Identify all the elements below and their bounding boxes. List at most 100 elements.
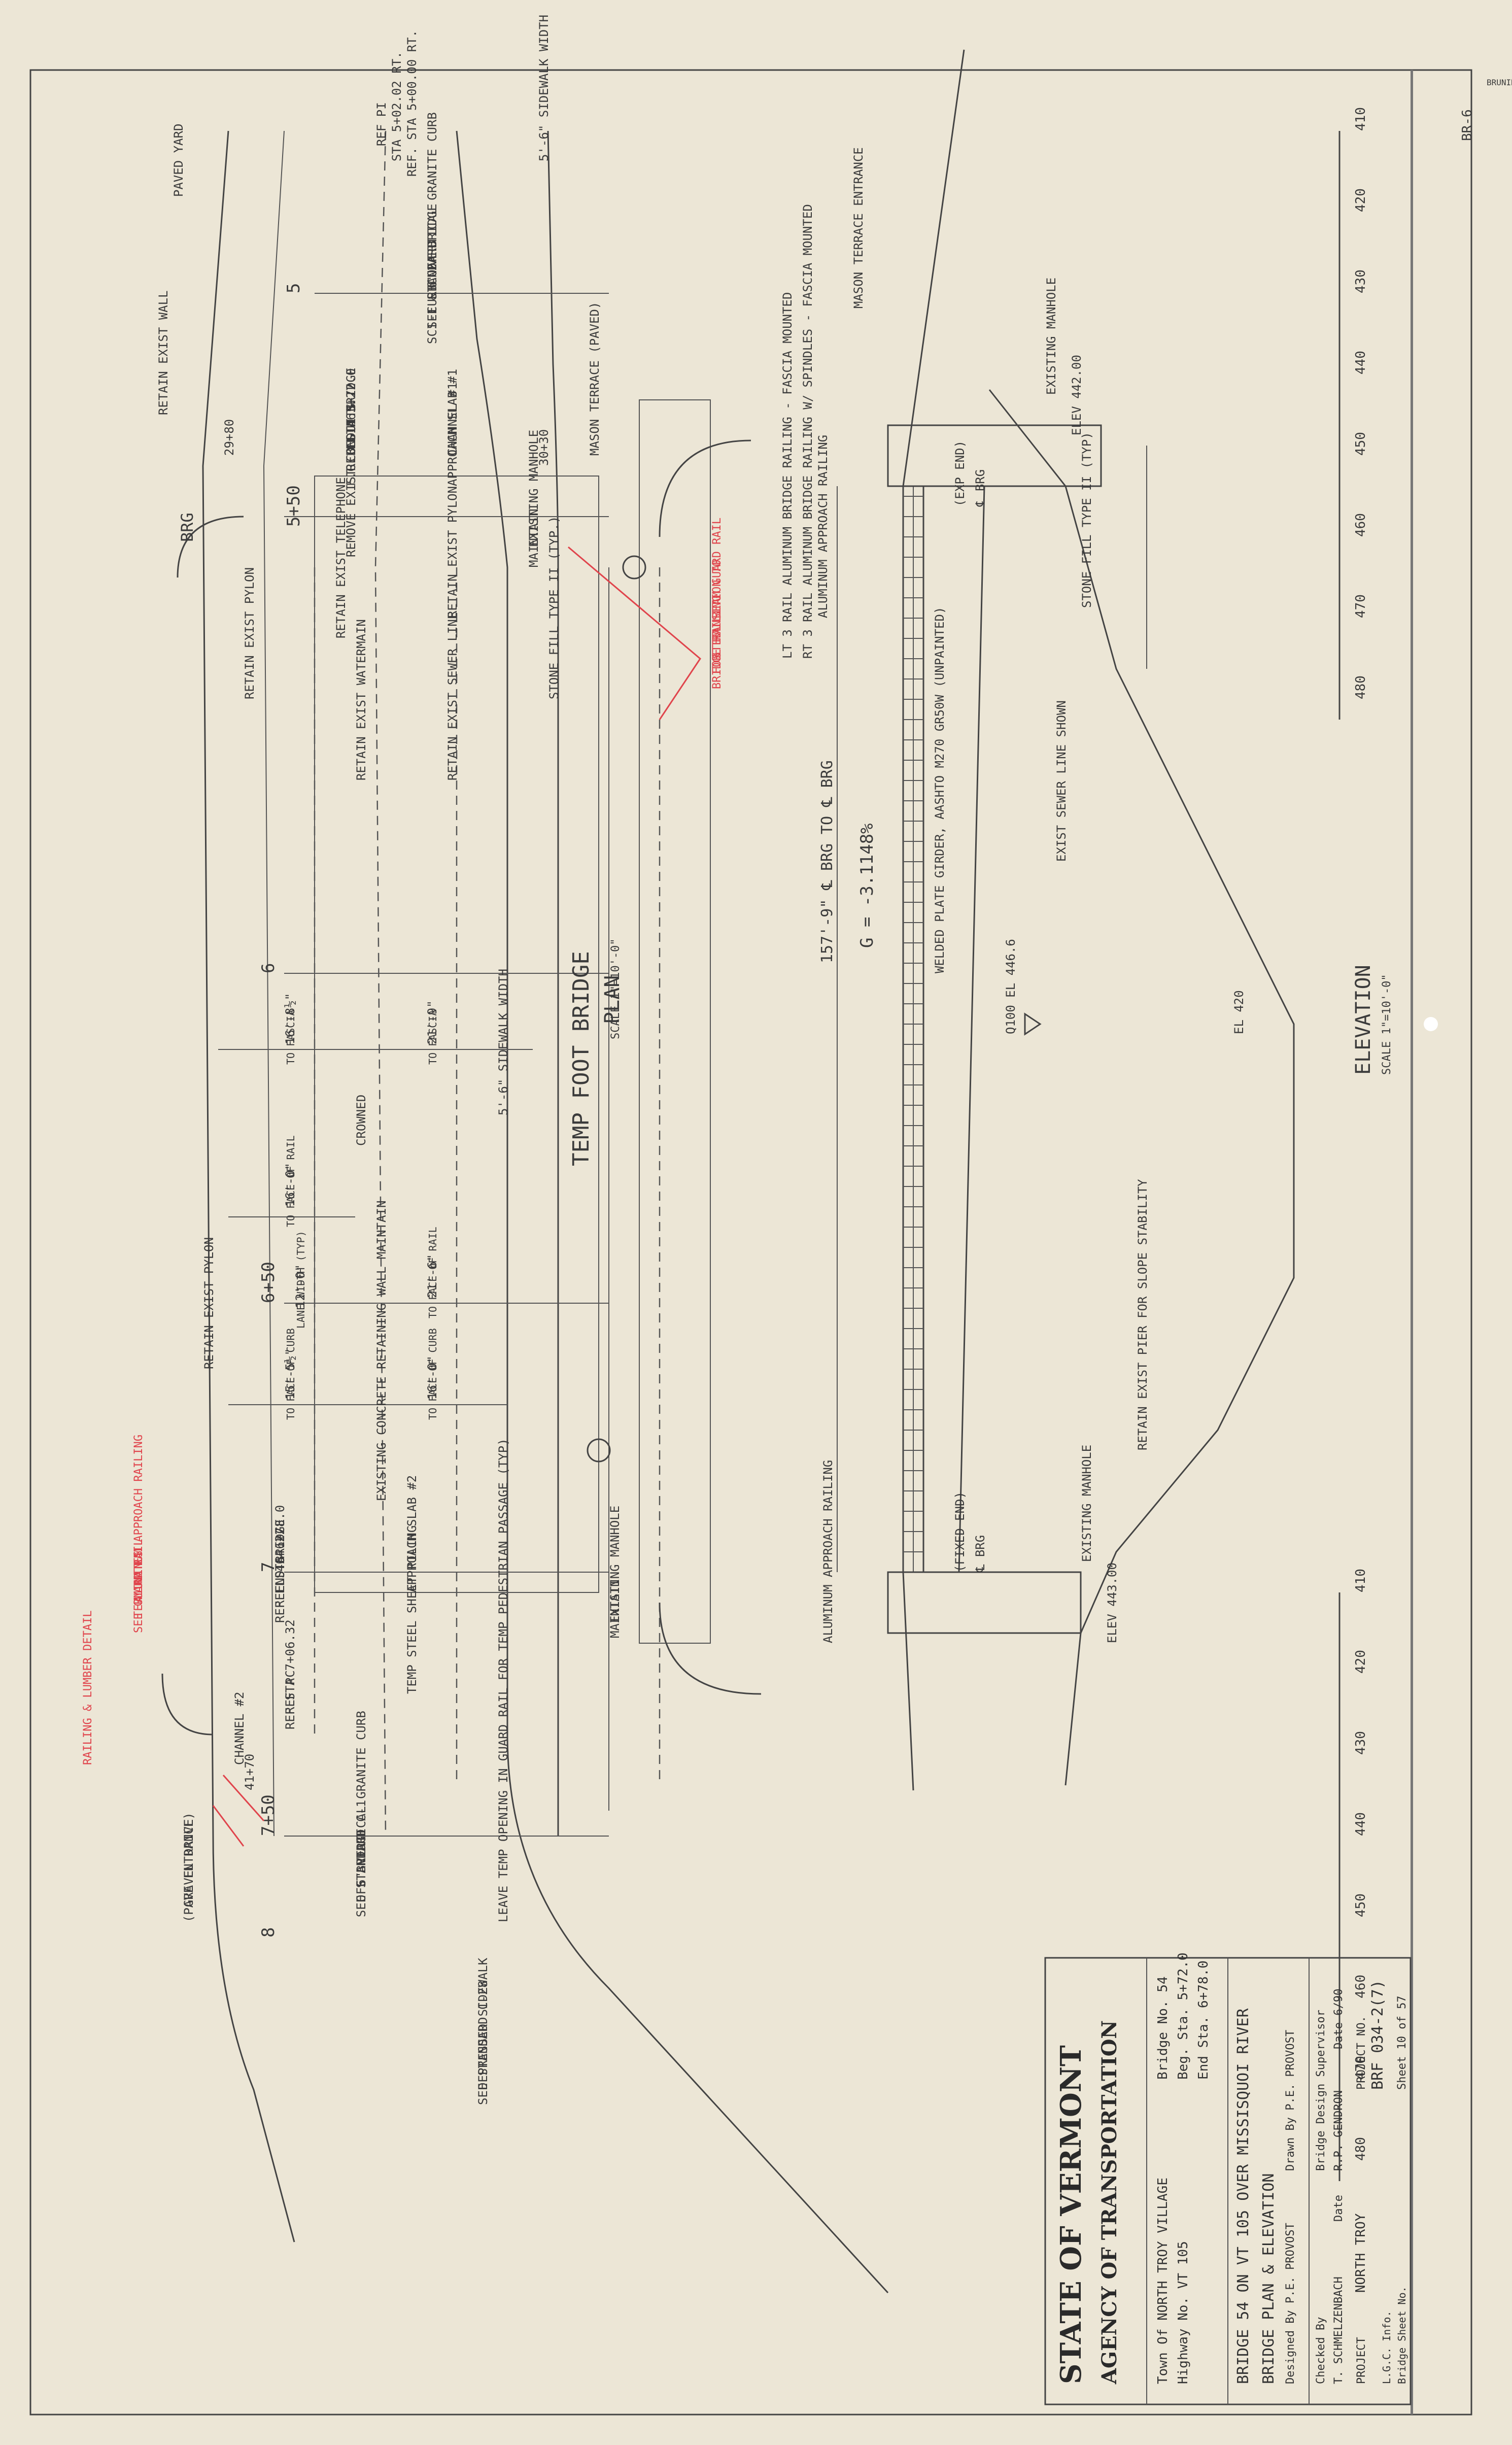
label-dim-21-9: 21'-9" <box>425 1000 439 1044</box>
tb-checked-by: Checked By <box>1315 2317 1327 2384</box>
label-grade: G = -3.1148% <box>857 823 877 948</box>
red-note-1: ALUMINUM APPROACH RAILING <box>132 1435 145 1603</box>
red-note-3c: BRIDGE RAILING <box>711 595 724 689</box>
tb-bridge-desc: BRIDGE 54 ON VT 105 OVER MISSISQUOI RIVE… <box>1234 2008 1252 2384</box>
scale-tick-label: 460 <box>1353 1975 1368 1998</box>
red-note-2: RAILING & LUMBER DETAIL <box>82 1610 94 1765</box>
red-note-3: STEEL BEAM GUARD RAIL <box>711 518 724 659</box>
label-to-fascia2: TO FASCIA <box>285 1010 297 1065</box>
label-retain-pylon2: RETAIN EXIST PYLON <box>243 567 257 699</box>
label-station-6: 6 <box>258 963 279 973</box>
stamp-text: BRUNING 44-232 73216 <box>1487 78 1512 87</box>
wingwall-arc-4 <box>161 1673 214 1736</box>
label-brg-right: ℄ BRG <box>973 1535 987 1573</box>
label-dim-16-0b: 16'-0" <box>425 1355 439 1400</box>
road-edge-lower-2 <box>547 130 559 1836</box>
label-curb-std: SEE STANDARD <box>425 241 439 329</box>
label-elev-443: ELEV 443.00 <box>1105 1563 1119 1643</box>
scale-tick-label: 470 <box>1353 594 1368 618</box>
label-temp-bridge: TEMP FOOT BRIDGE <box>568 951 594 1166</box>
red-markup-line <box>568 546 701 720</box>
red-note-1c: SEE GUARD RAIL <box>132 1539 145 1633</box>
label-station-750: 7+50 <box>258 1794 279 1836</box>
right-scale-labels: 410 420 430 440 450 460 470 480 <box>1353 1569 1368 2161</box>
label-retain-pylon3: RETAIN EXIST PYLON <box>202 1237 216 1369</box>
label-retain-pylon: RETAIN EXIST PYLON <box>445 486 460 618</box>
label-retain-pier: RETAIN EXIST PIER FOR SLOPE STABILITY <box>1136 1179 1150 1450</box>
red-note-1b: TERMINATES <box>132 1551 145 1618</box>
label-face-rail2: TO FACE OF RAIL <box>427 1227 439 1318</box>
label-existing-manhole2: EXISTING MANHOLE <box>608 1506 622 1623</box>
label-exp-end: (EXP END) <box>953 440 967 506</box>
wingwall-arc-2 <box>177 516 244 578</box>
tb-agency: AGENCY OF TRANSPORTATION <box>1097 2020 1121 2385</box>
label-ref-pc: REF PC <box>283 1670 297 1714</box>
scale-tick-label: 440 <box>1353 1812 1368 1836</box>
label-gravel-drive: GRAVEL DRIVE <box>182 1819 196 1907</box>
label-dim-16-8: 16'-8½" <box>283 993 297 1044</box>
tb-drawn-by: Drawn By P.E. PROVOST <box>1284 2030 1297 2171</box>
label-exist-manhole2: EXISTING MANHOLE <box>1080 1445 1094 1562</box>
sheet-code: BR-6 <box>1460 109 1475 141</box>
label-plan-scale: SCALE 1"=10'-0" <box>609 938 622 1039</box>
label-maintain2: MAINTAIN <box>608 1579 622 1638</box>
tb-sheet-title: BRIDGE PLAN & ELEVATION <box>1260 2174 1278 2384</box>
label-lt-rail: LT 3 RAIL ALUMINUM BRIDGE RAILING - FASC… <box>780 292 795 659</box>
label-station-7: 7 <box>258 1562 279 1572</box>
girder-bottom <box>958 486 985 1573</box>
label-mason-terrace: MASON TERRACE (PAVED) <box>588 302 602 456</box>
tb-project-label: PROJECT NO. <box>1355 2016 1368 2090</box>
label-channel1: CHANNEL #1 <box>445 383 460 456</box>
label-ref-pi-sta: STA 5+02.02 RT. <box>390 51 404 161</box>
scale-tick-label: 430 <box>1353 1731 1368 1755</box>
label-stone-fill-elev: STONE FILL TYPE II (TYP) <box>1080 432 1094 608</box>
tb-sheet-no: Sheet 10 of 57 <box>1396 1996 1408 2090</box>
label-remove-conduits: REMOVE EXIST CONDUITS <box>344 403 358 557</box>
label-fixed-end: (FIXED END) <box>953 1491 967 1572</box>
title-block: STATE OF VERMONT AGENCY OF TRANSPORTATIO… <box>1044 1953 1412 2405</box>
label-approach-slab2: APPROACH SLAB #2 <box>405 1475 419 1592</box>
road-edge-upper <box>202 130 295 2243</box>
water-level-marker <box>1024 1012 1042 1036</box>
tb-town: Town Of NORTH TROY VILLAGE <box>1155 2178 1171 2384</box>
label-plan-title: PLAN <box>601 975 624 1024</box>
red-markup-cross <box>212 1775 265 1847</box>
label-ref-pi-sta2: REF. STA 5+00.00 RT. <box>405 30 419 177</box>
margin-line <box>1411 70 1413 2415</box>
scale-tick-label: 470 <box>1353 2056 1368 2080</box>
tb-bridge-no: Bridge No. 54 <box>1155 1977 1171 2080</box>
label-ref-pc-sta: REF STA 7+06.32 <box>283 1619 297 1729</box>
label-end-bridge: END BRIDGE <box>273 1519 287 1593</box>
ground-profile <box>988 389 1295 1786</box>
label-temp-sheet: TEMP STEEL SHEET PILING <box>405 1525 419 1694</box>
scale-tick-label: 460 <box>1353 513 1368 537</box>
label-ref-pi: REF PI <box>374 102 389 146</box>
label-sidewalk-width: 5'-6" SIDEWALK WIDTH <box>537 15 551 161</box>
label-begin-elev: F.G. EL 463.27 <box>344 384 358 486</box>
label-see-std: SEE STANDARD C-1 <box>354 1800 368 1917</box>
label-see-std2: SEE STANDARD C-28 <box>476 1980 490 2105</box>
tb-state: STATE OF VERMONT <box>1054 2045 1088 2384</box>
label-approach-rail: ALUMINUM APPROACH RAILING <box>816 435 830 618</box>
scale-tick-label: 450 <box>1353 432 1368 456</box>
label-rt-rail: RT 3 RAIL ALUMINUM BRIDGE RAILING W/ SPI… <box>801 204 815 659</box>
label-lane-width: LANE WIDTH (TYP) <box>295 1231 307 1329</box>
wingwall-arc-1 <box>659 439 751 537</box>
label-stone-fill: STONE FILL TYPE II (TYP.) <box>547 516 561 699</box>
approach-rail-left <box>902 49 965 487</box>
tb-checker: T. SCHMELZENBACH <box>1332 2277 1345 2384</box>
label-vertical-curb2: 6" VERTICAL GRANITE CURB <box>354 1711 368 1887</box>
label-off-bridge: OFF BRIDGE <box>354 1829 368 1903</box>
label-curb-std2: SCI-1 & C-2A <box>425 256 439 344</box>
road-edge-lower <box>456 130 889 2294</box>
centerline <box>374 130 387 1837</box>
label-face-curb2: TO FACE OF CURB <box>285 1328 297 1420</box>
label-existing-manhole: EXISTING MANHOLE <box>527 430 541 547</box>
scale-tick-label: 450 <box>1353 1893 1368 1917</box>
tb-designed-by: Designed By P.E. PROVOST <box>1284 2223 1297 2384</box>
label-curb-note: CURB OFF BRIDGE <box>425 203 439 314</box>
label-dim-21-6: 21'-6" <box>425 1254 439 1298</box>
label-end-sta: REF STA 6+78.0 <box>273 1505 287 1608</box>
